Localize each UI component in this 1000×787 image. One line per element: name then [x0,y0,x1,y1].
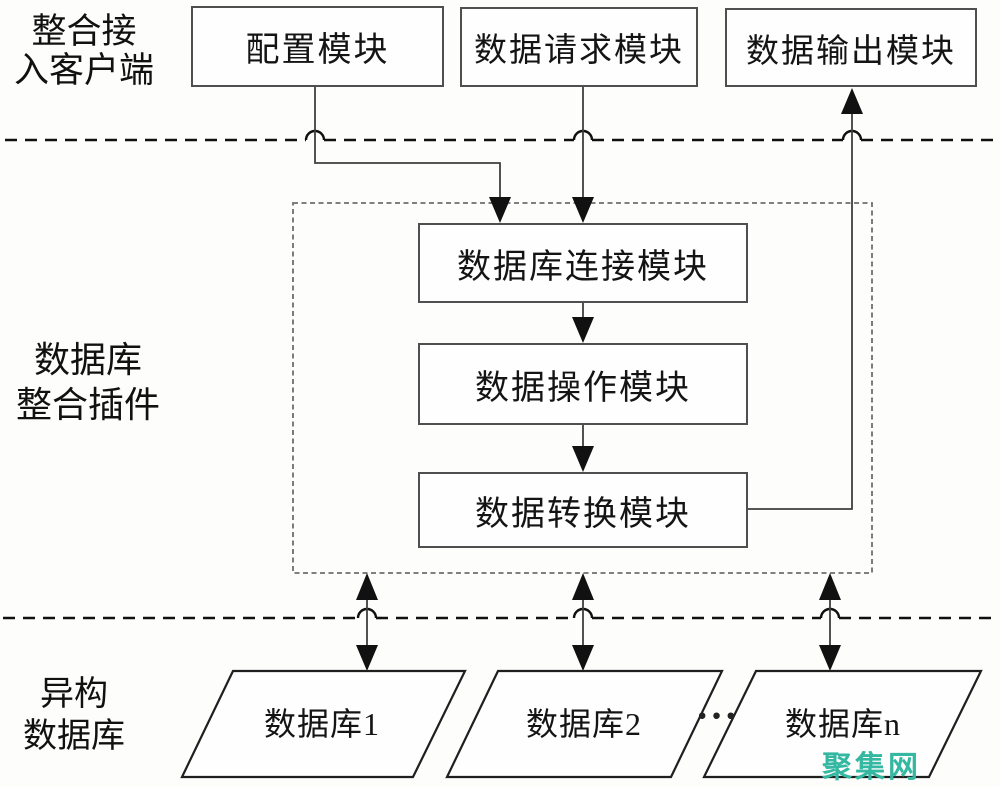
arrowhead-up-db1 [356,573,378,600]
arrowhead-down-dbn [819,645,841,671]
databases-ellipsis: ··· [695,692,739,738]
operation-module-box: 数据操作模块 [418,343,748,425]
arrowhead-down-request [572,197,594,223]
heterogeneous-db-section-label: 异构 数据库 [6,674,142,758]
config-module-label: 配置模块 [245,32,390,69]
config-module-box: 配置模块 [191,6,444,87]
arrowhead-up-dbn [819,573,841,600]
arrowhead-up-db2 [572,573,594,600]
client-section-label-line1: 整合接 [31,12,137,51]
client-section-label-line2: 入客户端 [13,51,154,90]
db1-parallelogram [180,669,467,779]
output-module-label: 数据输出模块 [746,33,956,70]
heterogeneous-db-label-line2: 数据库 [23,718,125,755]
plugin-section-label-line2: 整合插件 [15,385,160,425]
db2-parallelogram [445,669,724,779]
db1-label: 数据库1 [263,706,380,742]
operation-module-label: 数据操作模块 [475,369,691,407]
arrowhead-down-conversion [572,446,594,472]
plugin-section-label-line1: 数据库 [33,340,142,380]
connector-config-to-connection [314,87,501,198]
conversion-module-label: 数据转换模块 [475,495,691,533]
client-section-label: 整合接 入客户端 [6,12,162,90]
watermark: 聚集网 [822,751,921,784]
connection-module-label: 数据库连接模块 [457,248,709,286]
arrowhead-down-operation [572,317,594,343]
arrowhead-up-output [841,88,863,114]
dbn-label: 数据库n [784,706,901,742]
db2-label: 数据库2 [525,706,642,742]
arrowhead-down-db1 [356,645,378,671]
plugin-section-label: 数据库 整合插件 [8,338,168,428]
heterogeneous-db-label-line1: 异构 [40,676,108,713]
conversion-module-box: 数据转换模块 [418,472,748,548]
request-module-label: 数据请求模块 [474,33,684,69]
output-module-box: 数据输出模块 [725,8,977,87]
separator2-line-hops [356,607,841,619]
connection-module-box: 数据库连接模块 [418,223,748,303]
arrowhead-down-config [489,197,511,223]
arrowhead-down-db2 [572,645,594,671]
dbn-parallelogram [702,669,983,779]
connector-conversion-to-output [748,114,853,510]
request-module-box: 数据请求模块 [460,7,698,87]
